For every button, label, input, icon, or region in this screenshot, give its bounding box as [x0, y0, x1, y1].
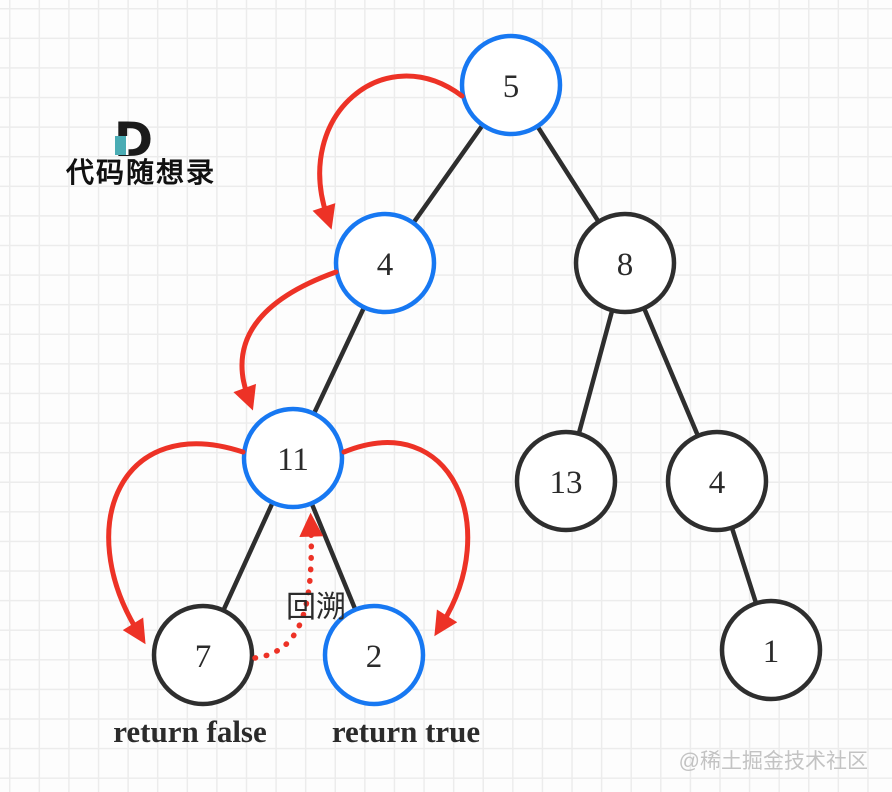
return-true-label: return true: [332, 714, 480, 749]
logo-accent-gap: [126, 136, 129, 155]
node-circle-4-right: [665, 429, 769, 533]
tree-node-7: 7: [151, 603, 255, 707]
node-circle-11: [241, 406, 345, 510]
node-circle-13: [514, 429, 618, 533]
tree-node-2: 2: [322, 603, 426, 707]
tree-node-8: 8: [573, 211, 677, 315]
node-value-13: 13: [550, 465, 583, 501]
tree-node-4-right: 4: [665, 429, 769, 533]
node-value-8: 8: [617, 247, 634, 283]
arrow-4-to-11: [233, 269, 339, 411]
arrow-11-to-7: [106, 441, 246, 645]
node-circle-5: [459, 33, 563, 137]
node-value-5: 5: [503, 69, 520, 105]
node-value-1: 1: [763, 634, 780, 670]
traversal-arrows: [106, 73, 471, 661]
tree-node-1: 1: [719, 598, 823, 702]
tree-nodes: 5 4 8 11 13 4: [151, 33, 823, 707]
logo-teal-accent: [115, 136, 126, 155]
tree-node-13: 13: [514, 429, 618, 533]
node-value-2: 2: [366, 639, 383, 675]
node-circle-2: [322, 603, 426, 707]
node-value-4-left: 4: [377, 247, 394, 283]
logo-brand-name: 代码随想录: [65, 157, 216, 189]
tree-edges: [200, 82, 774, 658]
tree-node-5: 5: [459, 33, 563, 137]
community-watermark: @稀土掘金技术社区: [679, 750, 868, 773]
arrow-backtrack-7-to-11: [252, 512, 324, 661]
tree-node-4-left: 4: [333, 211, 437, 315]
return-false-label: return false: [113, 714, 267, 749]
node-circle-7: [151, 603, 255, 707]
node-circle-1: [719, 598, 823, 702]
node-value-4-right: 4: [709, 465, 726, 501]
node-value-11: 11: [277, 442, 309, 478]
tree-node-11: 11: [241, 406, 345, 510]
node-value-7: 7: [195, 639, 212, 675]
arrow-11-to-2: [341, 440, 471, 637]
arrow-5-to-4: [312, 73, 465, 230]
node-circle-4-left: [333, 211, 437, 315]
brand-logo: D 代码随想录: [65, 113, 216, 189]
node-circle-8: [573, 211, 677, 315]
backtrack-label: 回溯: [286, 591, 346, 624]
